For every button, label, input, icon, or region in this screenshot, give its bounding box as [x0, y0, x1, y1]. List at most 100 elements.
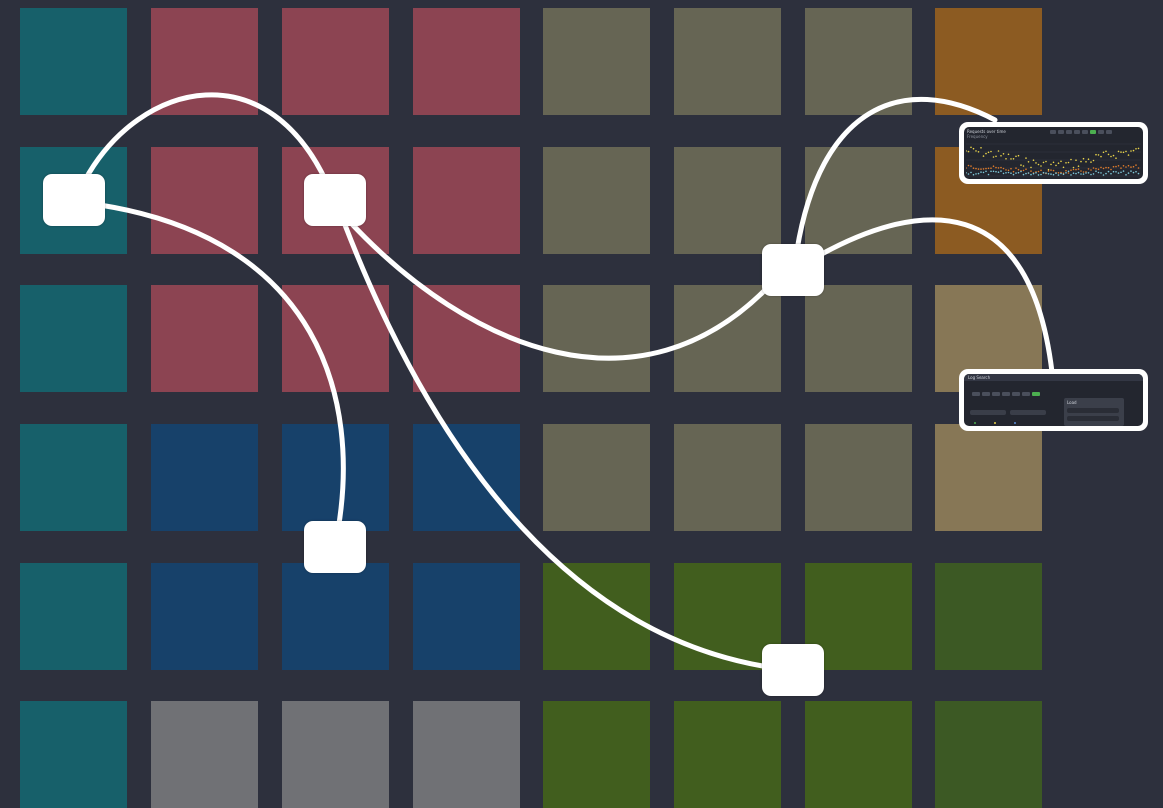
- grid-cell-r3-c1: [20, 285, 127, 392]
- chart-preview-point: [1015, 167, 1017, 169]
- chart-preview-point: [990, 151, 992, 153]
- chart-preview-point: [1118, 165, 1120, 167]
- chart-preview-point: [1053, 174, 1055, 176]
- grid-cell-r1-c7: [805, 8, 912, 115]
- chart-preview-point: [1025, 157, 1027, 159]
- chart-preview-point: [1000, 167, 1002, 169]
- chart-preview-point: [1090, 169, 1092, 171]
- grid-cell-r6-c1: [20, 701, 127, 808]
- node-b[interactable]: [304, 174, 366, 226]
- chart-preview-point: [1035, 162, 1037, 164]
- chart-preview-point: [1030, 170, 1032, 172]
- chart-preview-point: [1083, 171, 1085, 173]
- chart-preview-point: [985, 171, 987, 173]
- chart-preview-point: [1093, 173, 1095, 175]
- chart-preview-point: [1085, 172, 1087, 174]
- chart-preview-point: [1080, 161, 1082, 163]
- log-preview-badge: [994, 422, 996, 424]
- grid-cell-r3-c5: [543, 285, 650, 392]
- log-preview-field-2: [1010, 410, 1046, 415]
- chart-preview-point: [995, 167, 997, 169]
- chart-preview-point: [1123, 152, 1125, 154]
- log-preview-thumbnail[interactable]: Log Search Load: [959, 369, 1148, 431]
- grid-cell-r4-c3: [282, 424, 389, 531]
- chart-preview-point: [1118, 151, 1120, 153]
- chart-preview-point: [1058, 174, 1060, 176]
- grid-cell-r6-c3: [282, 701, 389, 808]
- chart-preview-point: [1048, 173, 1050, 175]
- grid-cell-r4-c2: [151, 424, 258, 531]
- chart-preview-point: [1013, 174, 1015, 176]
- chart-preview-thumbnail[interactable]: Requests over time Frequency: [959, 122, 1148, 184]
- chart-preview-point: [1113, 155, 1115, 157]
- chart-preview-point: [1115, 157, 1117, 159]
- chart-preview-point: [980, 171, 982, 173]
- chart-preview-point: [1040, 174, 1042, 176]
- chart-preview-point: [1053, 162, 1055, 164]
- chart-preview-point: [985, 153, 987, 155]
- chart-preview-point: [1098, 172, 1100, 174]
- chart-preview-point: [1108, 154, 1110, 156]
- chart-preview-point: [1023, 165, 1025, 167]
- chart-preview-point: [980, 168, 982, 170]
- chart-preview-point: [1008, 154, 1010, 156]
- chart-preview-point: [1110, 169, 1112, 171]
- chart-preview-point: [1113, 166, 1115, 168]
- log-preview-load-menu: Load: [1064, 398, 1124, 426]
- chart-preview-point: [968, 173, 970, 175]
- log-preview-screen: Log Search Load: [964, 374, 1143, 426]
- node-c[interactable]: [762, 244, 824, 296]
- grid-cell-r6-c4: [413, 701, 520, 808]
- chart-preview-point: [1003, 173, 1005, 175]
- chart-preview-point: [1070, 174, 1072, 176]
- chart-preview-point: [1100, 167, 1102, 169]
- chart-preview-point: [1088, 158, 1090, 160]
- chart-preview-point: [1128, 165, 1130, 167]
- chart-preview-point: [1083, 158, 1085, 160]
- chart-preview-point: [1098, 169, 1100, 171]
- chart-preview-point: [1138, 167, 1140, 169]
- log-preview-badge: [974, 422, 976, 424]
- node-d[interactable]: [304, 521, 366, 573]
- chart-preview-point: [1103, 168, 1105, 170]
- chart-preview-point: [1130, 170, 1132, 172]
- chart-preview-point: [1093, 160, 1095, 162]
- chart-preview-point: [1103, 152, 1105, 154]
- chart-preview-point: [1005, 158, 1007, 160]
- chart-preview-point: [1073, 169, 1075, 171]
- node-e[interactable]: [762, 644, 824, 696]
- chart-preview-point: [1010, 158, 1012, 160]
- chart-preview-point: [988, 174, 990, 176]
- chart-preview-point: [1045, 172, 1047, 174]
- chart-preview-point: [973, 148, 975, 150]
- chart-preview-point: [1120, 172, 1122, 174]
- grid-cell-r5-c3: [282, 563, 389, 670]
- chart-preview-point: [990, 171, 992, 173]
- chart-preview-point: [1000, 155, 1002, 157]
- chart-preview-point: [1035, 172, 1037, 174]
- chart-preview-point: [1008, 170, 1010, 172]
- chart-preview-point: [1135, 148, 1137, 150]
- log-preview-button: [992, 392, 1000, 396]
- chart-preview-point: [978, 151, 980, 153]
- chart-preview-point: [1125, 174, 1127, 176]
- chart-preview-point: [1095, 154, 1097, 156]
- chart-preview-point: [1033, 159, 1035, 161]
- chart-preview-point: [983, 172, 985, 174]
- chart-preview-point: [1075, 159, 1077, 161]
- grid-cell-r4-c6: [674, 424, 781, 531]
- chart-preview-screen: Requests over time Frequency: [964, 127, 1143, 179]
- chart-preview-button: [1058, 130, 1064, 134]
- chart-preview-point: [1003, 153, 1005, 155]
- log-preview-title: Log Search: [968, 375, 990, 380]
- chart-preview-point: [1115, 166, 1117, 168]
- chart-preview-point: [993, 171, 995, 173]
- chart-preview-plot: [966, 143, 1141, 177]
- node-a[interactable]: [43, 174, 105, 226]
- grid-cell-r5-c2: [151, 563, 258, 670]
- chart-preview-point: [1125, 151, 1127, 153]
- chart-preview-point: [1138, 173, 1140, 175]
- chart-preview-point: [1025, 168, 1027, 170]
- chart-preview-point: [1058, 162, 1060, 164]
- chart-preview-point: [1015, 156, 1017, 158]
